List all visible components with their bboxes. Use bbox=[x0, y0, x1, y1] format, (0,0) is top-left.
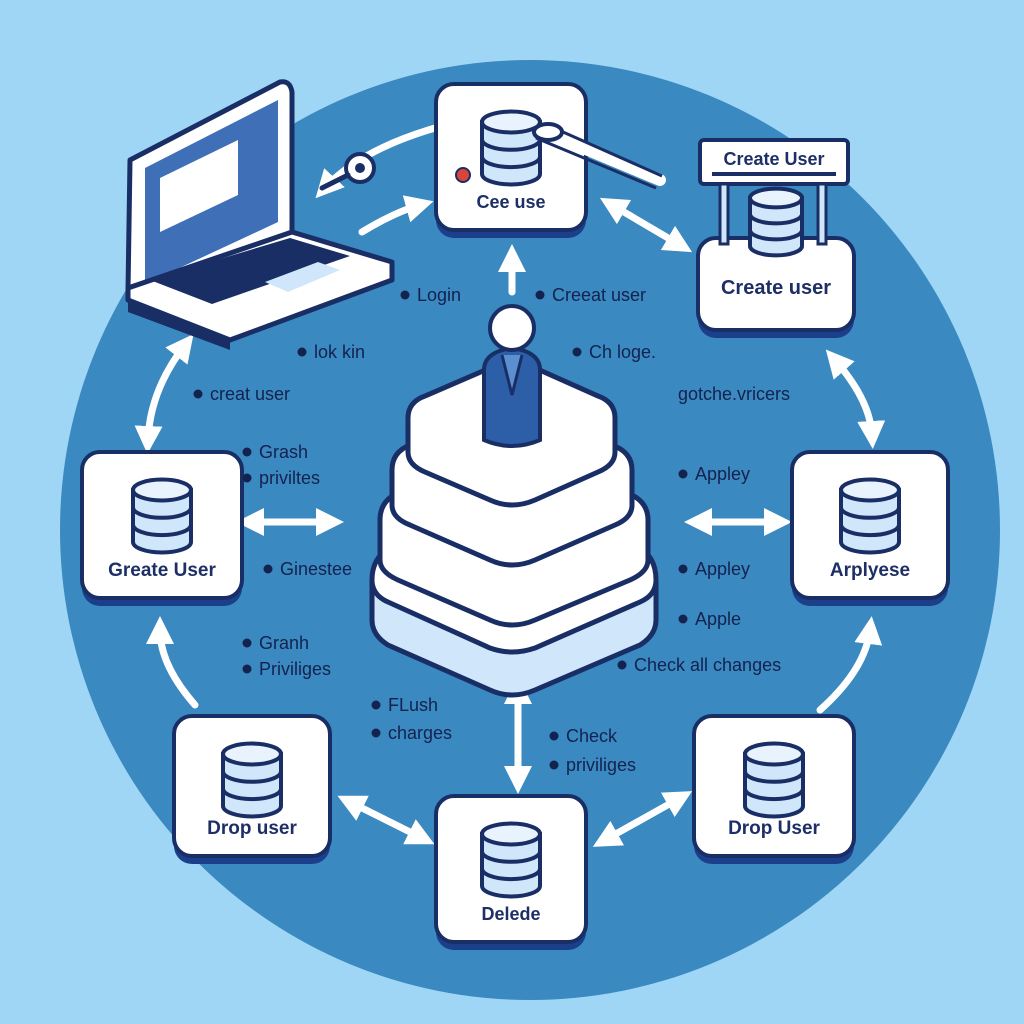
note-check-all-changes-text: Check all changes bbox=[634, 655, 781, 675]
central-database-stack bbox=[369, 304, 659, 698]
node-drop-user-left-label: Drop user bbox=[207, 818, 297, 839]
node-delede[interactable]: Delede bbox=[434, 794, 588, 950]
bullet-icon bbox=[263, 564, 273, 574]
database-icon bbox=[839, 477, 901, 555]
note-gotche-vricers-text: gotche.vricers bbox=[678, 384, 790, 404]
arrow-left-laptop bbox=[134, 333, 194, 454]
bullet-icon bbox=[678, 564, 688, 574]
user-avatar-icon bbox=[488, 304, 536, 352]
node-arplyese-label: Arplyese bbox=[830, 560, 910, 581]
node-drop-user-right[interactable]: Drop User bbox=[692, 714, 856, 864]
node-drop-user-left[interactable]: Drop user bbox=[172, 714, 332, 864]
database-icon bbox=[221, 741, 283, 819]
bullet-icon bbox=[617, 660, 627, 670]
note-login: Login bbox=[400, 285, 461, 305]
sign-label: Create User bbox=[723, 149, 824, 169]
note-ginestee-text: Ginestee bbox=[280, 559, 352, 579]
bullet-icon bbox=[678, 469, 688, 479]
note-privilites: priviltes bbox=[242, 468, 320, 488]
note-charges-text: charges bbox=[388, 723, 452, 743]
note-creat-user-left: creat user bbox=[193, 384, 290, 404]
bullet-icon bbox=[242, 473, 252, 483]
node-create-user-right-label: Create user bbox=[721, 277, 831, 299]
bullet-icon bbox=[242, 447, 252, 457]
note-privilites-text: priviltes bbox=[259, 468, 320, 488]
note-priviliges-left-text: Priviliges bbox=[259, 659, 331, 679]
arrow-laptop-to-top bbox=[358, 195, 434, 236]
note-apple-text: Apple bbox=[695, 609, 741, 629]
note-apply-2: Appley bbox=[678, 559, 750, 579]
key-icon bbox=[319, 152, 376, 191]
note-priviliges-left: Priviliges bbox=[242, 659, 331, 679]
create-user-sign: Create User bbox=[698, 138, 850, 246]
note-ch-loge-text: Ch loge. bbox=[589, 342, 656, 362]
note-creat-user-top: Creeat user bbox=[535, 285, 646, 305]
bullet-icon bbox=[400, 290, 410, 300]
note-flush: FLush bbox=[371, 695, 438, 715]
node-cee-use-label: Cee use bbox=[476, 192, 545, 212]
node-create-user-right[interactable]: Create user bbox=[696, 186, 856, 338]
database-icon bbox=[743, 741, 805, 819]
note-priviliges-bottom-text: priviliges bbox=[566, 755, 636, 775]
arrow-top-topright bbox=[599, 197, 693, 253]
arrow-bottom-bottomleft bbox=[337, 795, 435, 845]
database-icon bbox=[480, 821, 542, 899]
note-apply-1: Appley bbox=[678, 464, 750, 484]
bullet-icon bbox=[242, 638, 252, 648]
note-apply-2-text: Appley bbox=[695, 559, 750, 579]
bullet-icon bbox=[371, 700, 381, 710]
note-flush-text: FLush bbox=[388, 695, 438, 715]
note-login-text: Login bbox=[417, 285, 461, 305]
note-priviliges-bottom: priviliges bbox=[549, 755, 636, 775]
note-grash-text: Grash bbox=[259, 442, 308, 462]
note-check-all-changes: Check all changes bbox=[617, 655, 781, 675]
note-apply-1-text: Appley bbox=[695, 464, 750, 484]
arrow-bottomleft-left bbox=[146, 616, 199, 709]
note-gotche-vricers: gotche.vricers bbox=[678, 384, 790, 404]
database-icon bbox=[748, 186, 804, 258]
note-ginestee: Ginestee bbox=[263, 559, 352, 579]
note-check-text: Check bbox=[566, 726, 618, 746]
note-creat-user-top-text: Creeat user bbox=[552, 285, 646, 305]
bullet-icon bbox=[549, 731, 559, 741]
note-granh: Granh bbox=[242, 633, 309, 653]
note-granh-text: Granh bbox=[259, 633, 309, 653]
node-greate-user-label: Greate User bbox=[108, 560, 216, 581]
laptop-icon bbox=[125, 79, 395, 350]
note-charges: charges bbox=[371, 723, 452, 743]
database-icon bbox=[480, 109, 542, 187]
wrench-icon bbox=[455, 122, 666, 190]
arrow-topright-right bbox=[825, 349, 886, 449]
arrow-right-bottomright bbox=[816, 616, 883, 714]
bullet-icon bbox=[535, 290, 545, 300]
bullet-icon bbox=[242, 664, 252, 674]
note-apple: Apple bbox=[678, 609, 741, 629]
database-icon bbox=[131, 477, 193, 555]
node-arplyese[interactable]: Arplyese bbox=[790, 450, 950, 606]
note-ch-loge: Ch loge. bbox=[572, 342, 656, 362]
node-cee-use[interactable]: Cee use bbox=[434, 82, 588, 238]
bullet-icon bbox=[549, 760, 559, 770]
note-lok-kin: lok kin bbox=[297, 342, 365, 362]
note-lok-kin-text: lok kin bbox=[314, 342, 365, 362]
cycle-arrows bbox=[134, 124, 886, 847]
node-delede-label: Delede bbox=[481, 904, 540, 924]
bullet-icon bbox=[193, 389, 203, 399]
note-grash: Grash bbox=[242, 442, 308, 462]
bullet-icon bbox=[572, 347, 582, 357]
bullet-icon bbox=[678, 614, 688, 624]
arrow-bottomright-bottom bbox=[592, 791, 693, 847]
node-drop-user-right-label: Drop User bbox=[728, 818, 820, 839]
note-check: Check bbox=[549, 726, 618, 746]
bullet-icon bbox=[371, 728, 381, 738]
note-creat-user-left-text: creat user bbox=[210, 384, 290, 404]
bullet-icon bbox=[297, 347, 307, 357]
node-greate-user[interactable]: Greate User bbox=[80, 450, 244, 606]
